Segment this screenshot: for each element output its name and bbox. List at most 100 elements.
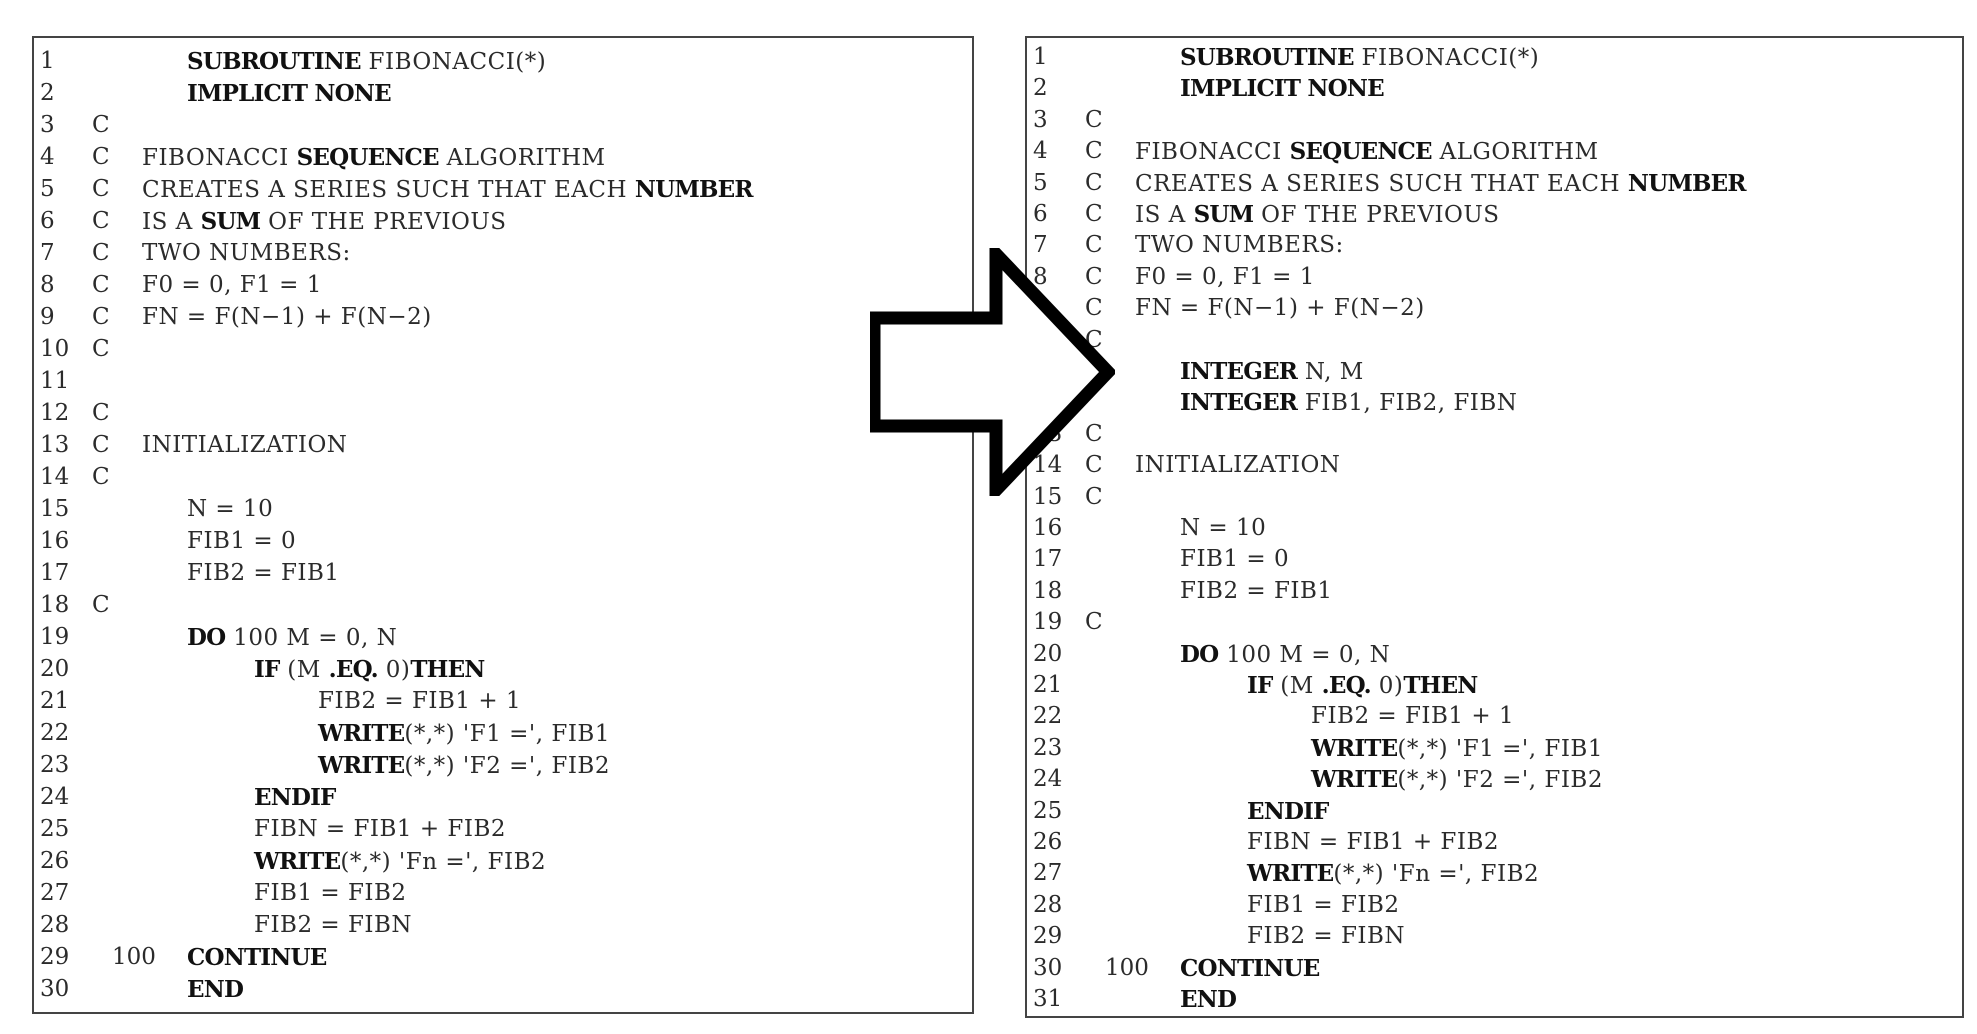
line-number: 13 (40, 432, 70, 458)
comment-marker: C (92, 176, 110, 202)
line-number: 28 (40, 912, 70, 938)
comment-text: INITIALIZATION (1135, 450, 1340, 481)
keyword: SUM (1193, 201, 1255, 228)
keyword: SEQUENCE (1289, 138, 1433, 166)
code-text: FIB2 = FIBN (254, 910, 412, 941)
line-number: 8 (40, 272, 55, 298)
line-number: 21 (1033, 672, 1063, 698)
code-segment: FIB1, FIB2, FIBN (1297, 390, 1518, 417)
code-segment: (*,*) 'F2 =', FIB2 (1397, 767, 1603, 794)
keyword: DO (1180, 640, 1219, 668)
keyword: CONTINUE (187, 944, 327, 971)
keyword: WRITE (318, 752, 405, 779)
line-number: 2 (1033, 75, 1048, 102)
code-text: WRITE(*,*) 'F1 =', FIB1 (318, 718, 610, 750)
keyword: INTEGER (1180, 358, 1298, 385)
code-text: SUBROUTINE FIBONACCI(*) (1180, 42, 1539, 74)
line-number: 19 (1033, 609, 1063, 636)
code-segment: 100 M = 0, N (225, 625, 398, 651)
comment-text: IS A SUM OF THE PREVIOUS (1135, 199, 1500, 231)
comment-text: TWO NUMBERS: (142, 238, 351, 269)
line-number: 14 (40, 464, 70, 490)
line-number: 20 (40, 656, 70, 682)
code-segment: FIB2 = FIB1 (187, 560, 340, 586)
code-segment: FIBONACCI (142, 145, 297, 171)
comment-text: INITIALIZATION (142, 430, 347, 461)
code-text: FIBN = FIB1 + FIB2 (1247, 827, 1499, 858)
comment-text: FIBONACCI SEQUENCE ALGORITHM (142, 142, 606, 174)
code-text: WRITE(*,*) 'F2 =', FIB2 (1311, 764, 1603, 796)
code-text: END (1180, 984, 1237, 1016)
code-segment: FIBONACCI(*) (1353, 45, 1540, 71)
code-segment: N = 10 (1180, 515, 1267, 541)
line-number: 3 (1033, 106, 1048, 133)
comment-marker: C (1085, 295, 1103, 322)
line-number: 17 (1033, 546, 1063, 573)
comment-marker: C (1085, 138, 1103, 165)
line-number: 23 (1033, 734, 1063, 761)
code-segment: CREATES A SERIES SUCH THAT EACH (1135, 170, 1628, 197)
code-text: FIB1 = FIB2 (1247, 890, 1400, 921)
code-segment: FN = F(N−1) + F(N−2) (1135, 295, 1425, 322)
line-number: 20 (1033, 640, 1063, 667)
code-segment: FIB2 = FIBN (1247, 923, 1406, 950)
line-number: 16 (40, 528, 70, 554)
line-number: 18 (40, 592, 70, 618)
code-segment: F0 = 0, F1 = 1 (142, 272, 322, 298)
line-number: 18 (1033, 577, 1063, 604)
line-number: 21 (40, 688, 70, 714)
keyword: DO (187, 624, 226, 651)
code-segment: IS A (1135, 202, 1194, 228)
line-number: 24 (40, 784, 70, 810)
code-text: FIBN = FIB1 + FIB2 (254, 814, 506, 845)
keyword: IF (254, 656, 280, 683)
right-arrow-icon (870, 248, 1115, 496)
keyword: WRITE (1311, 734, 1398, 762)
comment-marker: C (1085, 106, 1103, 133)
line-number: 2 (40, 80, 55, 106)
comment-marker: C (92, 464, 110, 490)
line-number: 15 (40, 496, 70, 522)
comment-marker: C (1085, 483, 1103, 510)
code-text: DO 100 M = 0, N (187, 622, 397, 654)
line-number: 22 (40, 720, 70, 746)
keyword: END (1180, 986, 1237, 1013)
arrow-shape (870, 248, 1115, 496)
line-number: 6 (40, 208, 55, 234)
code-segment: FIB1 = FIB2 (254, 880, 407, 906)
code-segment: OF THE PREVIOUS (1253, 202, 1500, 228)
code-line: 22 WRITE(*,*) 'F1 =', FIB1 (34, 718, 972, 749)
keyword: WRITE (1311, 766, 1398, 794)
line-number: 30 (1033, 954, 1063, 981)
code-text: FIB1 = FIB2 (254, 878, 407, 909)
line-number: 22 (1033, 703, 1063, 730)
keyword: END (187, 976, 244, 1003)
code-segment: FIB2 = FIBN (254, 912, 413, 938)
line-number: 3 (40, 112, 55, 138)
code-text: SUBROUTINE FIBONACCI(*) (187, 46, 546, 78)
code-text: IF (M .EQ. 0)THEN (254, 654, 485, 686)
comment-marker: C (1085, 420, 1103, 447)
